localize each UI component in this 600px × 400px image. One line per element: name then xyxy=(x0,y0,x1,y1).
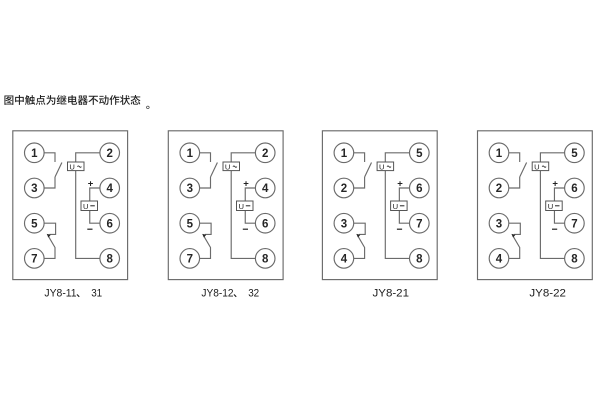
svg-text:5: 5 xyxy=(187,218,194,230)
svg-text:32: 32 xyxy=(248,288,259,300)
svg-text:2: 2 xyxy=(496,183,502,195)
svg-text:U: U xyxy=(393,202,398,211)
svg-text:U: U xyxy=(225,162,230,171)
svg-text:3: 3 xyxy=(496,218,502,230)
svg-text:8: 8 xyxy=(416,254,423,266)
svg-text:+: + xyxy=(397,179,403,190)
svg-text:5: 5 xyxy=(416,148,423,160)
svg-text:4: 4 xyxy=(262,183,269,195)
svg-text:1: 1 xyxy=(341,148,348,160)
svg-text:4: 4 xyxy=(496,254,503,266)
svg-text:U: U xyxy=(548,202,553,211)
svg-text:31: 31 xyxy=(91,288,102,300)
svg-text:JY8-11: JY8-11 xyxy=(44,288,76,300)
svg-text:+: + xyxy=(243,179,249,190)
svg-text:+: + xyxy=(88,179,94,190)
svg-text:7: 7 xyxy=(571,218,577,230)
svg-text:1: 1 xyxy=(496,148,503,160)
svg-text:U: U xyxy=(69,162,74,171)
svg-text:5: 5 xyxy=(571,148,578,160)
svg-text:8: 8 xyxy=(106,254,113,266)
svg-text:2: 2 xyxy=(262,148,268,160)
svg-text:2: 2 xyxy=(106,148,112,160)
svg-text:6: 6 xyxy=(106,218,112,230)
svg-text:JY8-12: JY8-12 xyxy=(201,288,233,300)
svg-text:JY8-22: JY8-22 xyxy=(529,288,566,300)
svg-text:JY8-21: JY8-21 xyxy=(373,288,410,300)
svg-text:4: 4 xyxy=(106,183,113,195)
svg-text:U: U xyxy=(379,162,384,171)
svg-text:1: 1 xyxy=(187,148,194,160)
svg-text:4: 4 xyxy=(341,254,348,266)
svg-text:2: 2 xyxy=(341,183,347,195)
svg-text:U: U xyxy=(534,162,539,171)
svg-text:3: 3 xyxy=(341,218,347,230)
svg-text:U: U xyxy=(83,202,88,211)
svg-text:U: U xyxy=(239,202,244,211)
svg-text:7: 7 xyxy=(187,254,193,266)
svg-text:1: 1 xyxy=(31,148,38,160)
svg-text:7: 7 xyxy=(416,218,422,230)
svg-text:3: 3 xyxy=(187,183,193,195)
svg-text:5: 5 xyxy=(31,218,38,230)
svg-text:8: 8 xyxy=(571,254,578,266)
svg-text:6: 6 xyxy=(416,183,422,195)
svg-text:6: 6 xyxy=(262,218,268,230)
svg-text:6: 6 xyxy=(571,183,577,195)
svg-text:3: 3 xyxy=(31,183,37,195)
svg-text:+: + xyxy=(552,179,558,190)
svg-text:7: 7 xyxy=(31,254,37,266)
svg-text:8: 8 xyxy=(262,254,269,266)
